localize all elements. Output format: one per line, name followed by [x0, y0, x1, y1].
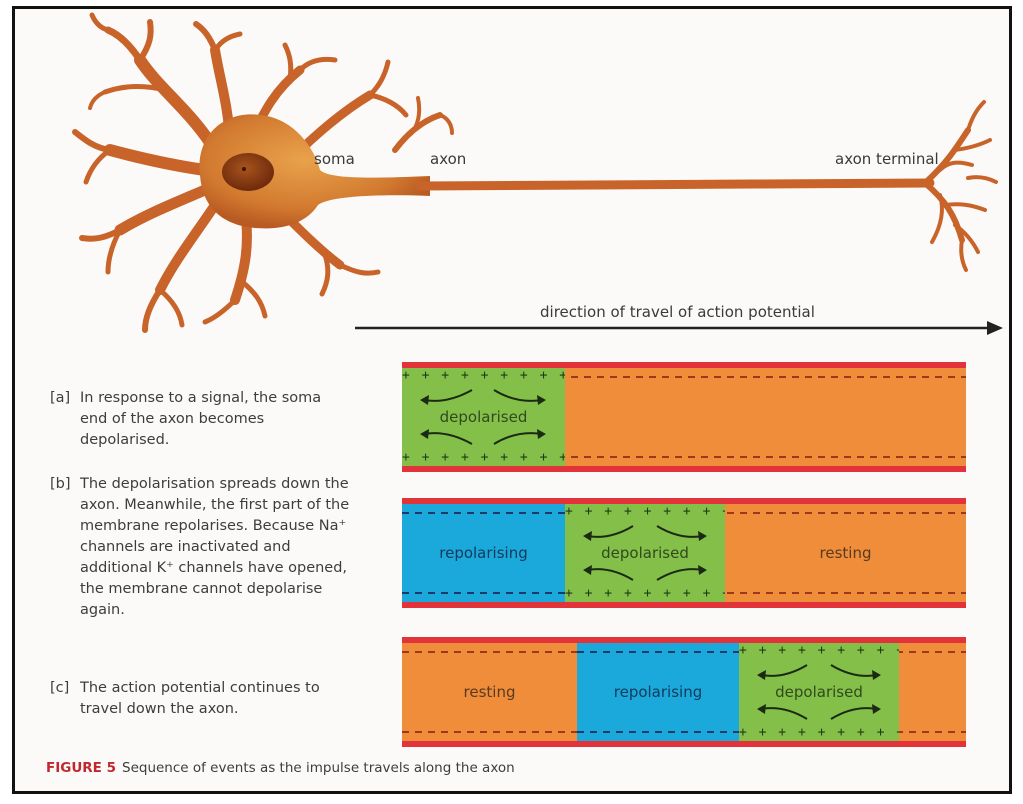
axon-terminal	[925, 102, 996, 270]
panel-a-text: [a] In response to a signal, the soma en…	[50, 388, 380, 451]
soma-label: soma	[314, 150, 355, 168]
segment-depolarised-b: + + + + + + + + + + + + + + + + + + + + …	[565, 504, 725, 602]
figure-number: FIGURE 5	[46, 760, 116, 776]
figure-caption: FIGURE 5 Sequence of events as the impuls…	[46, 760, 515, 776]
segment-depolarised-c: + + + + + + + + + + + + + + + + + + + + …	[739, 643, 899, 741]
label-resting-c: resting	[402, 683, 577, 701]
panel-a-body: In response to a signal, the soma end of…	[80, 388, 350, 451]
segment-resting-c: resting	[402, 643, 577, 741]
axon-strip-c: resting repolarising + + + + + + + + + +…	[402, 637, 966, 747]
segment-depolarised-a: + + + + + + + + + + + + + + + + + + + + …	[402, 368, 565, 466]
segment-repolarising-b: repolarising	[402, 504, 565, 602]
direction-arrow	[355, 318, 1005, 338]
label-resting-b: resting	[725, 544, 966, 562]
segment-resting-b: resting	[725, 504, 966, 602]
axon-label: axon	[430, 150, 466, 168]
panel-c-body: The action potential continues to travel…	[80, 678, 352, 720]
label-repolarising-c: repolarising	[577, 683, 739, 701]
panel-b-body: The depolarisation spreads down the axon…	[80, 474, 352, 621]
segment-repolarising-c: repolarising	[577, 643, 739, 741]
axon	[420, 183, 930, 186]
label-depolarised-c: depolarised	[739, 683, 899, 701]
axon-terminal-label: axon terminal	[835, 150, 939, 168]
axon-strip-b: repolarising + + + + + + + + + + + + + +…	[402, 498, 966, 608]
label-repolarising-b: repolarising	[402, 544, 565, 562]
panel-c-tag: [c]	[50, 678, 69, 699]
axon-strip-a: + + + + + + + + + + + + + + + + + + + + …	[402, 362, 966, 472]
panel-b-text: [b] The depolarisation spreads down the …	[50, 474, 380, 621]
nucleus	[222, 153, 274, 191]
panel-b-tag: [b]	[50, 474, 71, 495]
label-depolarised-b: depolarised	[565, 544, 725, 562]
panel-a-tag: [a]	[50, 388, 70, 409]
neuron-illustration	[0, 0, 1023, 340]
label-depolarised-a: depolarised	[402, 408, 565, 426]
caption-text: Sequence of events as the impulse travel…	[122, 760, 515, 776]
panel-c-text: [c] The action potential continues to tr…	[50, 678, 380, 720]
